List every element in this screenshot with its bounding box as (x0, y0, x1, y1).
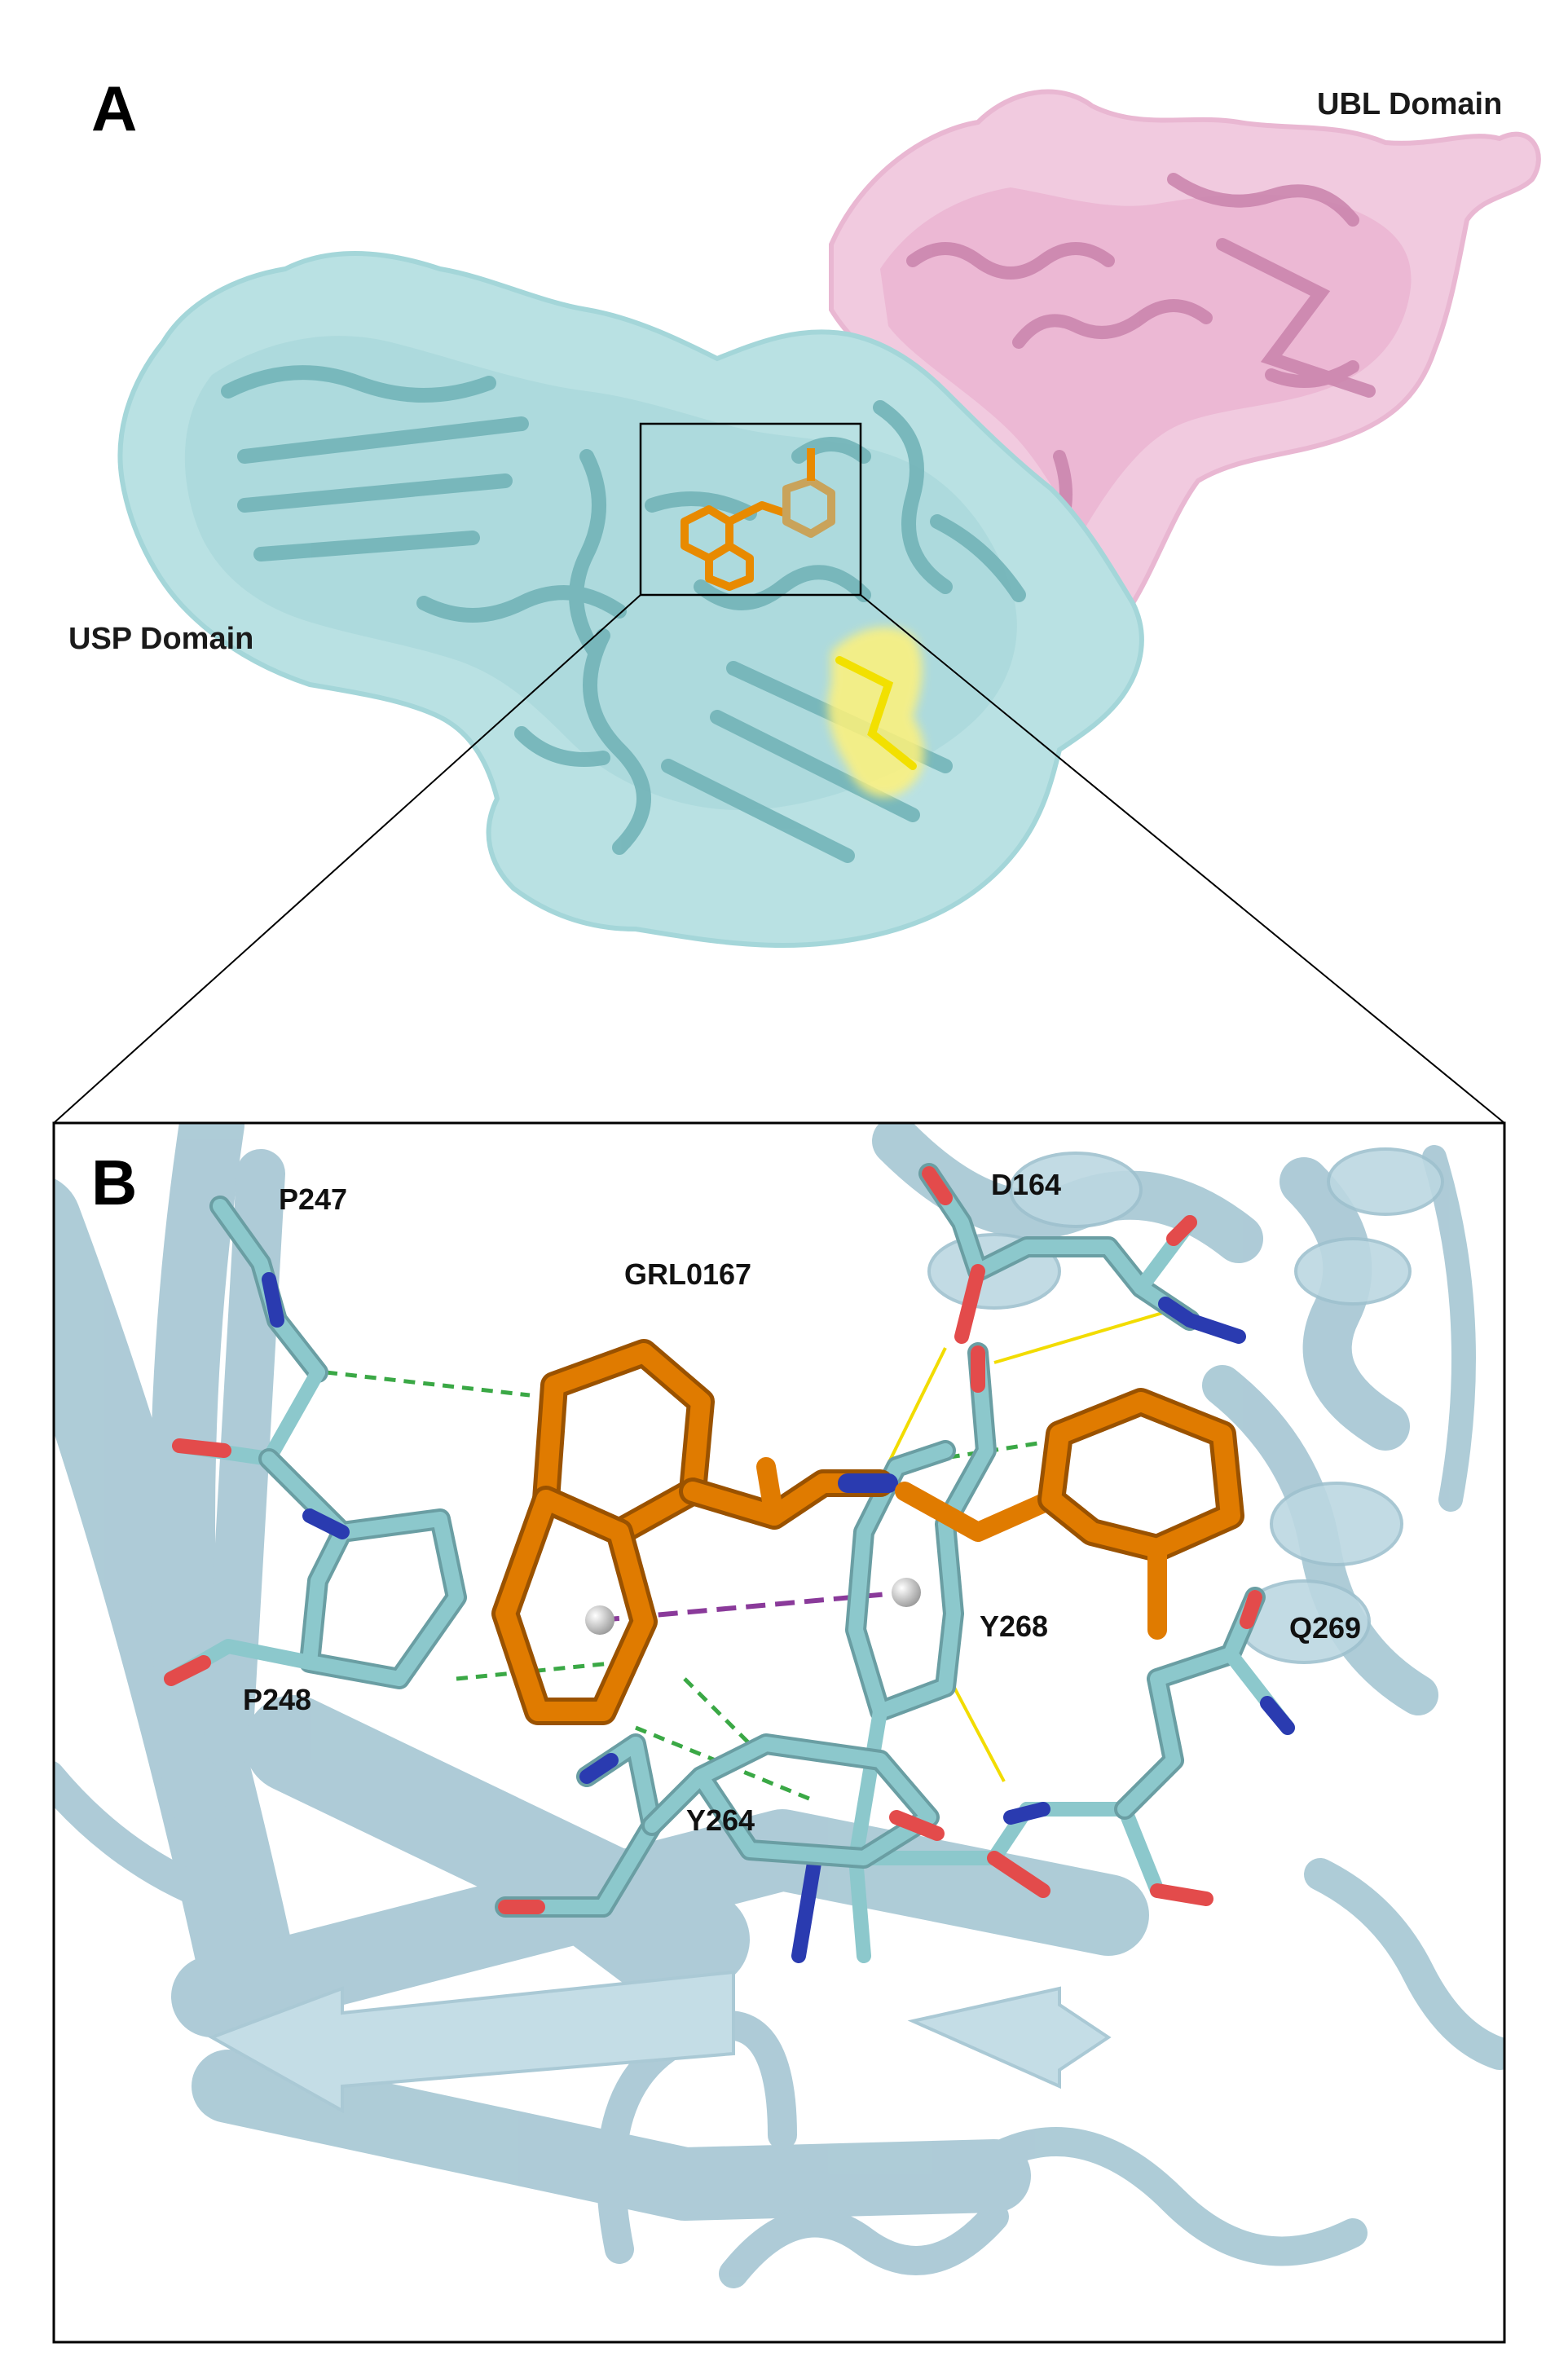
stick-y264 (495, 1733, 945, 1918)
residue-label-q269: Q269 (1289, 1611, 1361, 1645)
panel-a: A (68, 73, 1541, 949)
pi-stacking (585, 1578, 921, 1635)
zoom-box (639, 422, 862, 597)
ubl-domain-surface (829, 89, 1541, 653)
usp-domain-label: USP Domain (68, 622, 253, 656)
ligand-overview (680, 448, 835, 591)
stick-d164 (918, 1163, 1246, 1344)
ligand-label: GRL0167 (624, 1257, 751, 1291)
hotspot-surface (828, 627, 924, 798)
zoom-lines (53, 594, 1505, 1124)
background-arrow (208, 1970, 1112, 2114)
residue-label-p248: P248 (243, 1683, 311, 1716)
residue-label-y268: Y268 (980, 1610, 1048, 1643)
stick-p247 (172, 1196, 328, 1466)
stick-p248 (164, 1448, 467, 1689)
residue-label-d164: D164 (991, 1168, 1061, 1201)
stick-q269 (1114, 1587, 1295, 1820)
residue-label-p247: P247 (279, 1182, 347, 1216)
ubl-domain-label: UBL Domain (1317, 87, 1502, 121)
ligand-grl0167 (491, 1339, 1244, 1725)
usp-domain-surface (117, 251, 1144, 949)
panel-b-letter: B (91, 1147, 137, 1218)
panel-b-border (52, 1121, 1506, 2344)
panel-a-letter: A (91, 73, 137, 144)
residue-sticks (164, 1163, 1295, 1963)
panel-b: B GRL0167 P247 P248 D164 Y268 Q269 Y264 (52, 1121, 1506, 2344)
residue-label-y264: Y264 (686, 1803, 755, 1837)
